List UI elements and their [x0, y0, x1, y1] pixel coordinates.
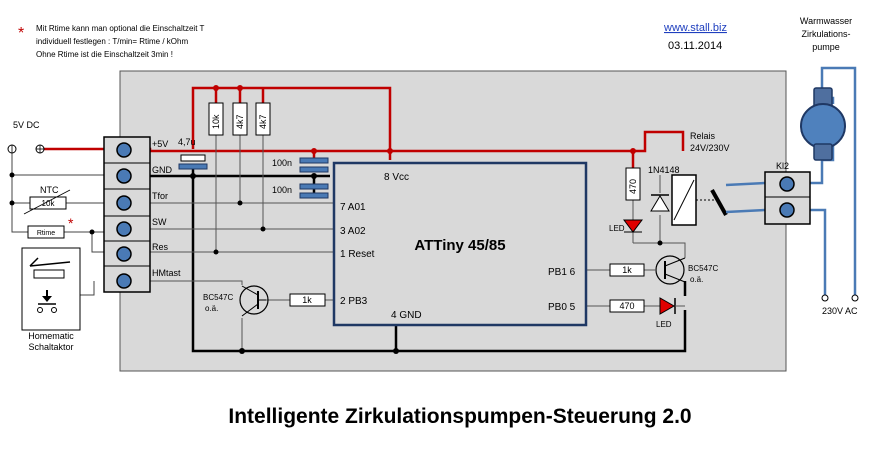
pin-pb3: 2 PB3 [340, 296, 368, 307]
note-asterisk: * [18, 25, 24, 42]
date-label: 03.11.2014 [668, 40, 722, 52]
terminal-hmtast-label: HMtast [152, 268, 181, 278]
cap-47u-plate-top [180, 154, 206, 162]
terminal-tfor-label: Tfor [152, 191, 168, 201]
transistor-bc547c-left [239, 285, 269, 317]
terminal-res-label: Res [152, 242, 169, 252]
ntc-label: NTC [40, 185, 59, 195]
ntc-arrow [23, 189, 71, 215]
signal-wiring [150, 135, 686, 351]
cap-47u-label: 4,7u [178, 137, 196, 147]
resistor-470-led [625, 167, 641, 201]
transistor-right-label: BC547C [688, 264, 718, 273]
cap-100n-a [299, 166, 329, 173]
supply-label: 5V DC [13, 120, 40, 130]
resistor-10k-label: 10k [211, 114, 221, 129]
cap-100n-b [299, 192, 329, 199]
resistor-470-pb0 [609, 299, 645, 313]
pin-pb0: PB0 5 [548, 302, 576, 313]
led-1 [623, 219, 643, 233]
chip-name: ATTiny 45/85 [414, 237, 505, 254]
resistor-1k-pb1 [609, 263, 645, 277]
transistor-bc547c-right [655, 255, 686, 285]
pump-label-1: Warmwasser [800, 16, 852, 26]
diode-1n4148 [650, 195, 670, 212]
junction-dots [9, 85, 663, 354]
relay-label-1: Relais [690, 131, 716, 141]
homematic-label-2: Schaltaktor [28, 342, 73, 352]
pin-a02: 3 A02 [340, 226, 366, 237]
website-link[interactable]: www.stall.biz [663, 22, 727, 34]
resistor-4k7-b [255, 102, 271, 136]
resistor-4k7-a-label: 4k7 [235, 114, 245, 129]
kl2-label: Kl2 [776, 161, 789, 171]
pump-motor-icon [800, 87, 846, 161]
relay-switch [710, 189, 728, 216]
rtime-label: Rtime [37, 230, 55, 237]
terminal-strip [103, 136, 151, 293]
terminal-5v-label: +5V [152, 139, 168, 149]
resistor-4k7-a [232, 102, 248, 136]
transistor-left-sub: o.ä. [205, 304, 218, 313]
resistor-470-pb0-label: 470 [619, 301, 634, 311]
relay-label-2: 24V/230V [690, 143, 730, 153]
resistor-470-led-label: 470 [628, 179, 638, 194]
resistor-1k-pb1-label: 1k [622, 265, 632, 275]
cap-100n-b-label: 100n [272, 185, 292, 195]
pump-label-3: pumpe [812, 42, 840, 52]
homematic-actuator [21, 247, 81, 331]
attiny-chip [332, 161, 588, 327]
resistor-4k7-b-label: 4k7 [258, 114, 268, 129]
rtime-resistor [27, 225, 65, 239]
resistor-10k [208, 102, 224, 136]
pump-label-2: Zirkulations- [801, 29, 850, 39]
pin-pb1: PB1 6 [548, 267, 576, 278]
pin-vcc: 8 Vcc [384, 172, 409, 183]
rtime-asterisk: * [68, 215, 74, 231]
note-line-3: Ohne Rtime ist die Einschaltzeit 3min ! [36, 50, 173, 59]
pin-a01: 7 A01 [340, 202, 366, 213]
diode-label: 1N4148 [648, 165, 680, 175]
led-2-label: LED [656, 320, 672, 329]
ac-label: 230V AC [822, 306, 858, 316]
terminal-gnd-label: GND [152, 165, 173, 175]
resistor-1k-pb3 [289, 293, 326, 307]
diagram-title: Intelligente Zirkulationspumpen-Steuerun… [228, 405, 691, 428]
led-1-label: LED [609, 224, 625, 233]
kl2-terminal [764, 171, 811, 225]
cap-100n-a-label: 100n [272, 158, 292, 168]
ntc-value: 10k [42, 199, 56, 208]
led-2 [659, 297, 676, 315]
homematic-label-1: Homematic [28, 331, 74, 341]
transistor-right-sub: o.ä. [690, 275, 703, 284]
terminal-sw-label: SW [152, 217, 167, 227]
note-line-1: Mit Rtime kann man optional die Einschal… [36, 24, 204, 33]
ac-terminal-l [821, 294, 829, 302]
resistor-1k-pb3-label: 1k [302, 295, 312, 305]
transistor-left-label: BC547C [203, 293, 233, 302]
pin-gnd: 4 GND [391, 310, 422, 321]
note-line-2: individuell festlegen : T/min= Rtime / k… [36, 37, 188, 46]
ac-terminal-n [851, 294, 859, 302]
pin-reset: 1 Reset [340, 249, 375, 260]
cap-47u-plate-bottom [178, 163, 208, 170]
